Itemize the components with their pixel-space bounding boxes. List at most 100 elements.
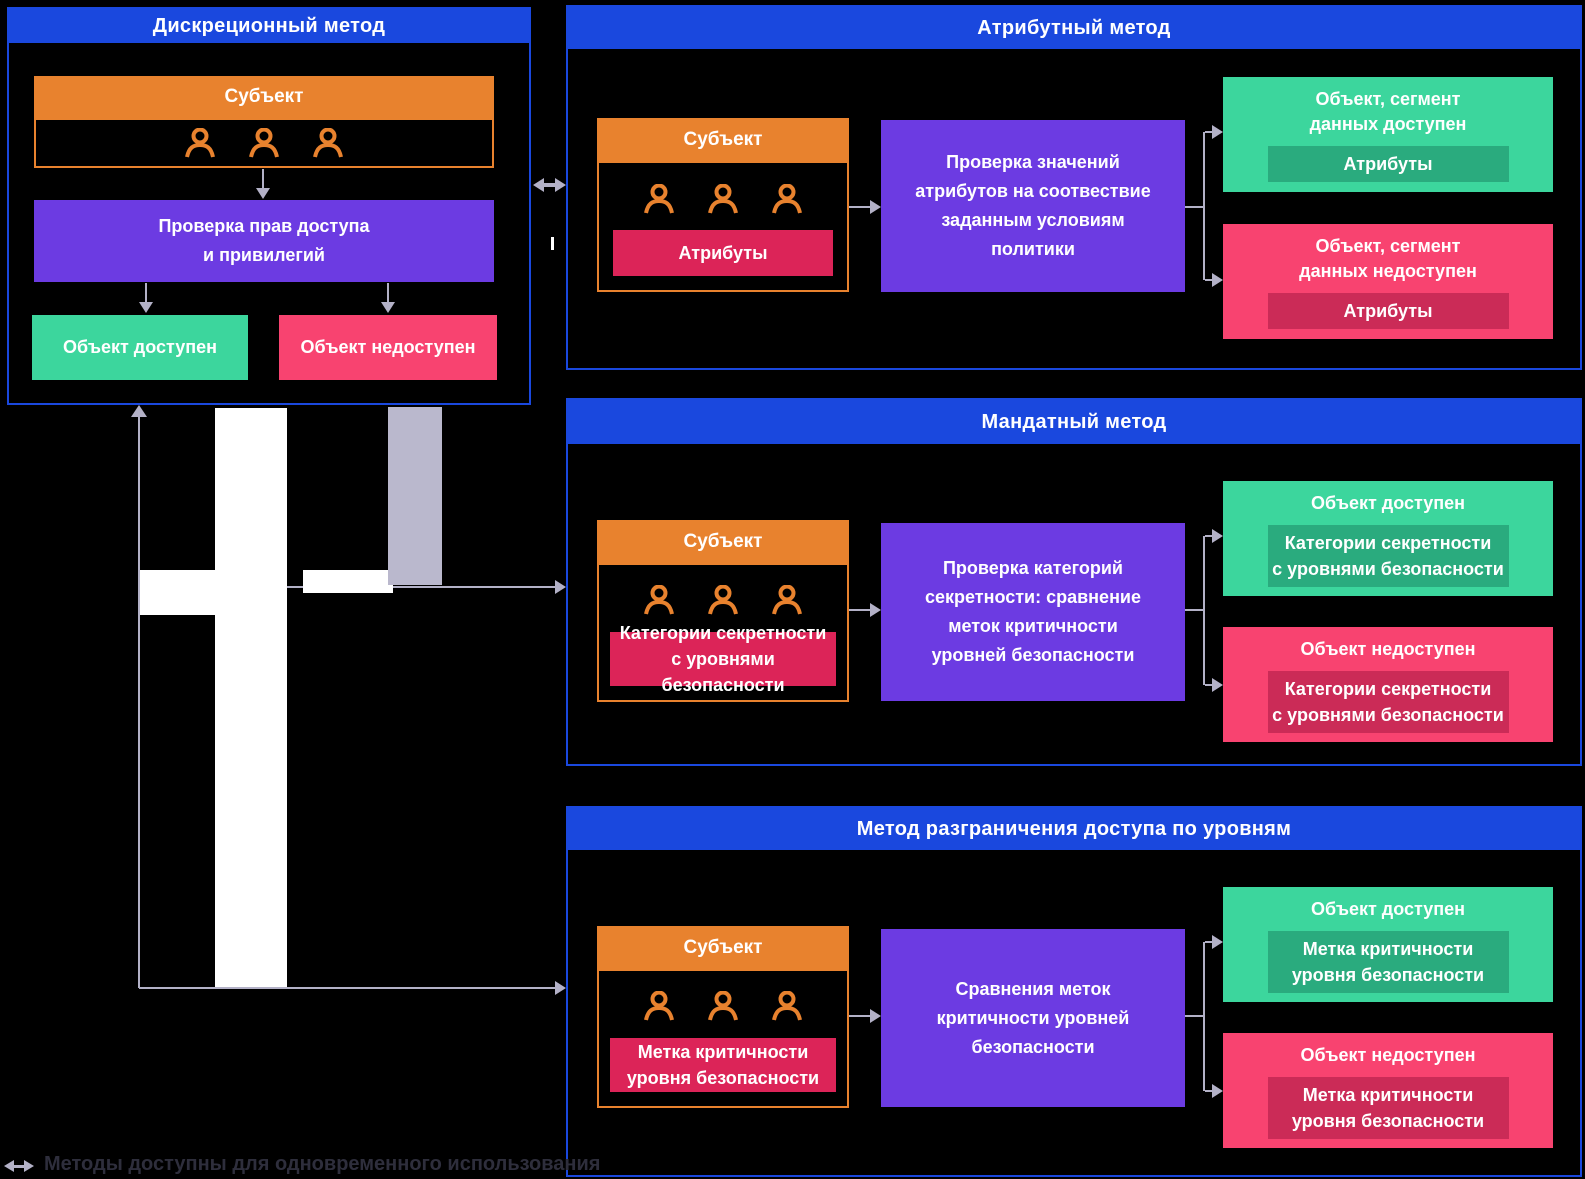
connector-line (1205, 131, 1213, 133)
arrowhead-right-icon (870, 603, 881, 617)
arrowhead-right-icon (1212, 529, 1223, 543)
connector-line (1185, 609, 1203, 611)
white-connector-band (140, 570, 215, 615)
subject-users-box (34, 118, 494, 168)
denied-box: Объект, сегмент данных недоступен Атрибу… (1223, 224, 1553, 339)
arrowhead-up-icon (131, 405, 147, 417)
connector-line (1205, 941, 1213, 943)
panel-title: Метод разграничения доступа по уровням (856, 817, 1292, 840)
check-label: Проверка категорий секретности: сравнени… (924, 558, 1142, 665)
white-tick-mark (551, 237, 554, 250)
arrowhead-down-icon (256, 188, 270, 199)
denied-label: Объект, сегмент данных недоступен (1299, 236, 1477, 281)
allowed-box: Объект доступен Категории секретности с … (1223, 481, 1553, 596)
panel-mandatory-header: Мандатный метод (568, 400, 1580, 444)
check-label: Проверка прав доступа и привилегий (158, 216, 370, 265)
legend-label: Методы доступны для одновременного испол… (44, 1153, 601, 1175)
subject-attr-box: Метка критичности уровня безопасности (610, 1038, 836, 1092)
subject-users-box: Атрибуты (597, 161, 849, 292)
double-arrow-line (542, 183, 556, 187)
subject-attr-box: Категории секретности с уровнями безопас… (610, 623, 836, 695)
check-label: Сравнения меток критичности уровней безо… (936, 978, 1130, 1057)
denied-box: Объект недоступен Категории секретности … (1223, 627, 1553, 742)
arrow-subject-to-check (262, 169, 264, 190)
allowed-label: Объект, сегмент данных доступен (1309, 89, 1467, 134)
arrowhead-right-icon (555, 981, 566, 995)
person-icon (772, 585, 802, 615)
person-icon (644, 184, 674, 214)
person-icon (708, 585, 738, 615)
connector-line (1203, 536, 1205, 685)
person-icon (313, 128, 343, 158)
connector-line (1205, 535, 1213, 537)
allowed-label: Объект доступен (62, 337, 218, 357)
arrowhead-right-icon (1212, 125, 1223, 139)
person-icon (185, 128, 215, 158)
subject-users-box: Категории секретности с уровнями безопас… (597, 563, 849, 702)
denied-label: Объект недоступен (300, 337, 476, 357)
panel-level-header: Метод разграничения доступа по уровням (568, 808, 1580, 850)
check-box: Проверка значений атрибутов на соотвеств… (881, 120, 1185, 292)
arrowhead-right-icon (870, 1009, 881, 1023)
arrowhead-right-icon (1212, 1084, 1223, 1098)
panel-discretionary: Дискреционный метод Субъект Проверка пра… (7, 7, 531, 405)
panel-title: Дискреционный метод (152, 14, 386, 37)
subject-label: Субъект (683, 530, 763, 552)
denied-box: Объект недоступен (279, 315, 497, 380)
arrow-subject-to-check (849, 609, 873, 611)
panel-attribute-content: Субъект Атрибуты Проверка значений атриб… (568, 49, 1580, 368)
white-connector-bar-vertical (215, 408, 287, 987)
denied-label: Объект недоступен (1300, 638, 1476, 659)
double-arrow-left-icon (533, 178, 544, 192)
arrow-to-allowed (145, 283, 147, 304)
denied-box: Объект недоступен Метка критичности уров… (1223, 1033, 1553, 1148)
panel-level: Метод разграничения доступа по уровням С… (566, 806, 1582, 1177)
panel-level-content: Субъект Метка критичности уровня безопас… (568, 850, 1580, 1175)
connector-line (1205, 279, 1213, 281)
check-box: Проверка прав доступа и привилегий (34, 200, 494, 282)
denied-attr-box: Атрибуты (1267, 293, 1509, 329)
arrowhead-right-icon (1212, 273, 1223, 287)
person-icon (708, 991, 738, 1021)
panel-attribute: Атрибутный метод Субъект Атрибуты Провер… (566, 5, 1582, 370)
arrow-to-denied (387, 283, 389, 304)
subject-attr-box: Атрибуты (613, 230, 833, 276)
subject-label: Субъект (683, 128, 763, 150)
subject-label: Субъект (683, 936, 763, 958)
allowed-attr-box: Категории секретности с уровнями безопас… (1267, 524, 1509, 587)
denied-attr-box: Метка критичности уровня безопасности (1267, 1076, 1509, 1139)
arrow-subject-to-check (849, 1015, 873, 1017)
arrowhead-down-icon (381, 302, 395, 313)
users-icons-row (599, 585, 847, 615)
check-box: Проверка категорий секретности: сравнени… (881, 523, 1185, 701)
connector-line (1203, 942, 1205, 1091)
arrowhead-right-icon (1212, 935, 1223, 949)
subject-box: Субъект (597, 520, 849, 563)
panel-title: Атрибутный метод (977, 16, 1171, 39)
arrow-subject-to-check (849, 206, 873, 208)
person-icon (772, 991, 802, 1021)
panel-mandatory: Мандатный метод Субъект Категории секрет… (566, 398, 1582, 766)
panel-attribute-header: Атрибутный метод (568, 7, 1580, 49)
arrowhead-right-icon (1212, 678, 1223, 692)
denied-attr-box: Категории секретности с уровнями безопас… (1267, 670, 1509, 733)
person-icon (708, 184, 738, 214)
person-icon (644, 585, 674, 615)
allowed-box: Объект доступен (32, 315, 248, 380)
subject-label: Субъект (224, 86, 304, 107)
check-box: Сравнения меток критичности уровней безо… (881, 929, 1185, 1107)
allowed-label: Объект доступен (1310, 898, 1466, 919)
person-icon (644, 991, 674, 1021)
connector-line (1205, 684, 1213, 686)
denied-label: Объект недоступен (1300, 1044, 1476, 1065)
white-connector-box (303, 570, 393, 593)
subject-box: Субъект (597, 926, 849, 969)
connector-line (1205, 1090, 1213, 1092)
double-arrow-right-icon (555, 178, 566, 192)
person-icon (249, 128, 279, 158)
allowed-attr-box: Атрибуты (1267, 146, 1509, 182)
connector-line (1185, 206, 1203, 208)
users-icons-row (599, 991, 847, 1021)
allowed-attr-box: Метка критичности уровня безопасности (1267, 930, 1509, 993)
panel-discretionary-content: Субъект Проверка прав доступа и привилег… (9, 43, 529, 403)
